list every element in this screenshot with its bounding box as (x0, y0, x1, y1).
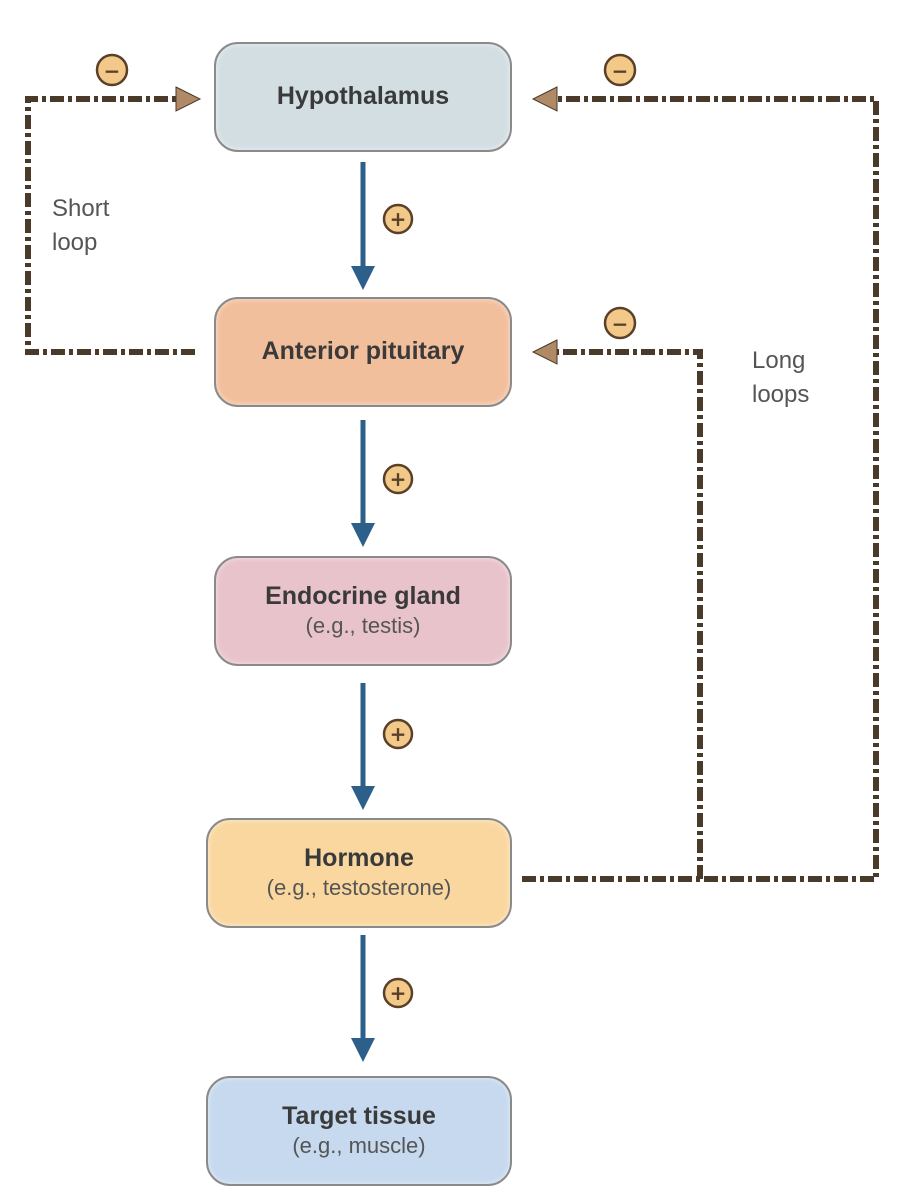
node-subtitle: (e.g., muscle) (292, 1133, 426, 1159)
minus-badge: − (603, 306, 637, 340)
plus-badge: + (382, 463, 414, 495)
node-anterior-pituitary: Anterior pituitary (214, 297, 512, 407)
long-loops-feedback (522, 86, 879, 882)
plus-sign: + (390, 207, 407, 231)
arrow-hormone-to-target (351, 935, 375, 1062)
short-loop-feedback (25, 86, 202, 355)
arrow-head (351, 786, 375, 810)
arrow-gland-to-hormone (351, 683, 375, 810)
long-loops-label: Long loops (752, 347, 810, 408)
plus-badge-circle (382, 977, 414, 1009)
minus-badge-circle (603, 53, 637, 87)
minus-badge-circle (95, 53, 129, 87)
minus-badge-circle (603, 306, 637, 340)
short-loop-label: Short loop (52, 195, 110, 256)
minus-badge: − (603, 53, 637, 87)
plus-badge-circle (382, 203, 414, 235)
node-title: Hypothalamus (276, 82, 450, 111)
minus-sign: − (612, 312, 629, 336)
node-title: Hormone (304, 844, 414, 873)
node-hormone: Hormone (e.g., testosterone) (206, 818, 512, 928)
plus-badge: + (382, 203, 414, 235)
long-loop-hypothalamus-arrowhead (531, 86, 558, 112)
arrow-head (351, 1038, 375, 1062)
arrow-hypothalamus-to-pituitary (351, 162, 375, 290)
minus-sign: − (104, 59, 121, 83)
arrow-head (351, 523, 375, 547)
plus-sign: + (390, 981, 407, 1005)
node-target-tissue: Target tissue (e.g., muscle) (206, 1076, 512, 1186)
node-hypothalamus: Hypothalamus (214, 42, 512, 152)
arrow-pituitary-to-gland (351, 420, 375, 547)
short-loop-arrowhead (175, 86, 202, 112)
long-loop-pituitary-arrowhead (531, 339, 558, 365)
minus-badge: − (95, 53, 129, 87)
node-subtitle: (e.g., testosterone) (266, 875, 452, 901)
plus-badge-circle (382, 463, 414, 495)
arrow-head (351, 266, 375, 290)
node-subtitle: (e.g., testis) (305, 613, 421, 639)
short-loop-path (25, 96, 195, 355)
node-title: Anterior pituitary (261, 337, 465, 366)
long-loop-pituitary-path (557, 349, 703, 879)
plus-badge-circle (382, 718, 414, 750)
plus-badge: + (382, 977, 414, 1009)
minus-sign: − (612, 59, 629, 83)
plus-sign: + (390, 722, 407, 746)
node-endocrine-gland: Endocrine gland (e.g., testis) (214, 556, 512, 666)
plus-sign: + (390, 467, 407, 491)
node-title: Endocrine gland (265, 582, 461, 611)
plus-badge: + (382, 718, 414, 750)
stimulatory-arrows (351, 162, 375, 1062)
node-title: Target tissue (282, 1102, 436, 1131)
